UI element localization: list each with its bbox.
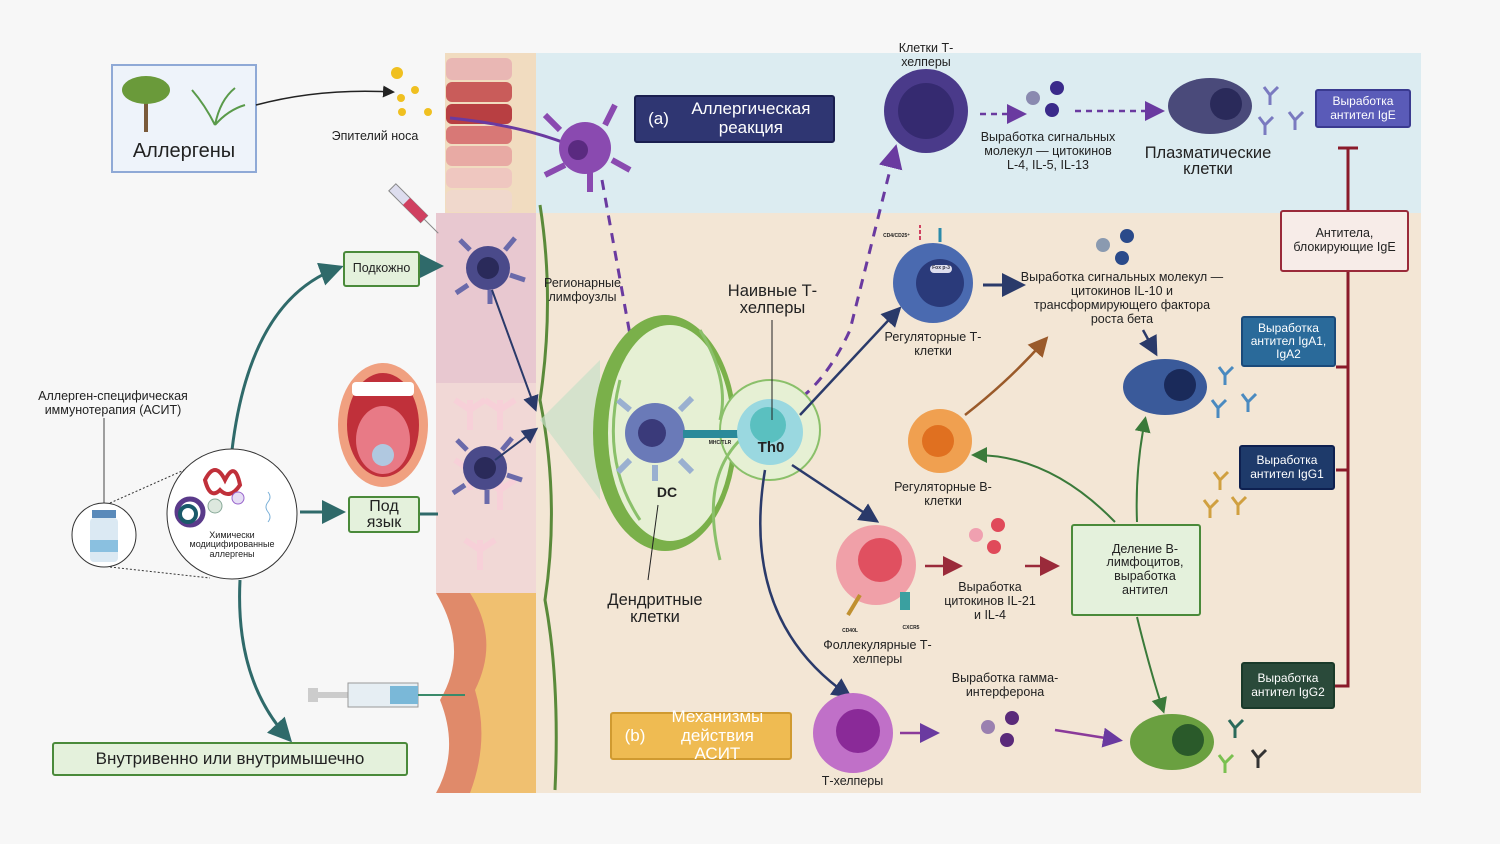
th-cells-top-label: Клетки Т-хелперы bbox=[898, 41, 954, 69]
cytokine-dots-tfh bbox=[969, 518, 1005, 554]
vial-icon bbox=[90, 510, 118, 562]
modified-allergens-label: Химически модицифированные аллергены bbox=[189, 530, 275, 559]
treg-label: Регуляторные Т-клетки bbox=[884, 330, 982, 358]
lymph-vessel bbox=[538, 204, 558, 791]
iga-antibodies bbox=[1210, 365, 1258, 418]
tree-icon bbox=[122, 76, 170, 132]
inhibition-line bbox=[1335, 146, 1358, 688]
ifn-label: Выработка гамма-интерферона bbox=[951, 671, 1059, 699]
mhc-tlr-complex bbox=[683, 430, 738, 438]
syringe-icon-bottom bbox=[308, 682, 465, 708]
th0-label: Th0 bbox=[757, 439, 785, 456]
breg-label: Регуляторные В-клетки bbox=[894, 480, 992, 508]
modified-allergen-icons bbox=[174, 468, 271, 528]
cxcr5-label: CXCR5 bbox=[902, 625, 920, 631]
plasma-cells-label: Плазматические клетки bbox=[1144, 144, 1272, 178]
plasma-cell-top bbox=[1168, 78, 1252, 134]
panel-b-title: Механизмы действия АСИТ bbox=[671, 706, 764, 764]
naive-th-label: Наивные Т-хелперы bbox=[727, 282, 818, 318]
regional-lymph-label: Регионарные лимфоузлы bbox=[544, 276, 621, 304]
allergens-label: Аллергены bbox=[132, 140, 236, 162]
ige-antibodies bbox=[1257, 85, 1305, 135]
treg-cytokines-label: Выработка сигнальных молекул — цитокинов… bbox=[1020, 270, 1224, 326]
tfh-label: Фоллекулярные Т-хелперы bbox=[823, 638, 932, 666]
syringe-icon-top bbox=[388, 183, 439, 234]
treg-cell bbox=[893, 225, 973, 323]
grass-icon bbox=[191, 87, 246, 126]
panel-b-letter: (b) bbox=[624, 725, 646, 745]
mhc-tlr-label: MHC/TLR bbox=[708, 440, 732, 446]
th2-cytokines-label: Выработка сигнальных молекул — цитокинов… bbox=[980, 130, 1116, 172]
plasma-cell-igg2 bbox=[1130, 714, 1214, 770]
dendritic-cell-lymph bbox=[615, 395, 695, 481]
dc-label: DC bbox=[656, 484, 678, 500]
dendritic-cell-nose bbox=[542, 103, 632, 192]
igg2-antibodies bbox=[1217, 718, 1268, 773]
ige-production-box: Выработка антител IgE bbox=[1315, 89, 1411, 128]
panel-a-letter: (a) bbox=[648, 108, 669, 128]
tfh-cytokines-label: Выработка цитокинов IL-21 и IL-4 bbox=[944, 580, 1036, 622]
igg2-box: Выработка антител IgG2 bbox=[1241, 662, 1335, 709]
cytokine-dots-treg bbox=[1096, 229, 1134, 265]
panel-a-label: (a) Аллергическая реакция bbox=[634, 95, 835, 143]
cd40l-label: CD40L bbox=[842, 628, 858, 634]
ige-blocking-box: Антитела, блокирующие IgE bbox=[1280, 210, 1409, 272]
pollen-icons bbox=[391, 67, 432, 116]
panel-a-title: Аллергическая реакция bbox=[691, 99, 811, 137]
igg1-box: Выработка антител IgG1 bbox=[1239, 445, 1335, 490]
modified-allergens-circle bbox=[166, 448, 298, 580]
igg1-antibodies bbox=[1202, 470, 1248, 518]
dendritic-cell-skin bbox=[454, 236, 526, 304]
th0-cell bbox=[737, 399, 803, 465]
asit-label: Аллерген-специфическая иммунотерапия (АС… bbox=[38, 389, 188, 417]
dendritic-cell-mouth bbox=[451, 436, 523, 504]
cytokine-dots-ifn bbox=[981, 711, 1019, 747]
iga-box: Выработка антител IgA1, IgA2 bbox=[1241, 316, 1336, 367]
b-division-box: Деление В-лимфоцитов, выработка антител bbox=[1071, 524, 1201, 616]
dendritic-cells-label: Дендритные клетки bbox=[607, 591, 703, 627]
th1-cell bbox=[813, 693, 893, 773]
plasma-cell-iga bbox=[1123, 359, 1207, 415]
foxp3-label: Fox p-3 bbox=[932, 265, 950, 271]
mouth-icon bbox=[338, 363, 428, 487]
th-bottom-label: Т-хелперы bbox=[821, 774, 884, 788]
nasal-epithelium-label: Эпителий носа bbox=[331, 129, 419, 143]
cytokine-dots-top bbox=[1026, 81, 1064, 117]
sublingual-box: Под язык bbox=[348, 496, 420, 533]
panel-b-label: (b) Механизмы действия АСИТ bbox=[610, 707, 792, 763]
cd4-cd25-label: CD4/CD25⁺ bbox=[883, 233, 910, 239]
iv-im-box: Внутривенно или внутримышечно bbox=[52, 742, 408, 776]
subcutaneous-box: Подкожно bbox=[343, 251, 420, 287]
follicular-th-cell bbox=[836, 525, 916, 617]
breg-cell bbox=[908, 409, 972, 473]
